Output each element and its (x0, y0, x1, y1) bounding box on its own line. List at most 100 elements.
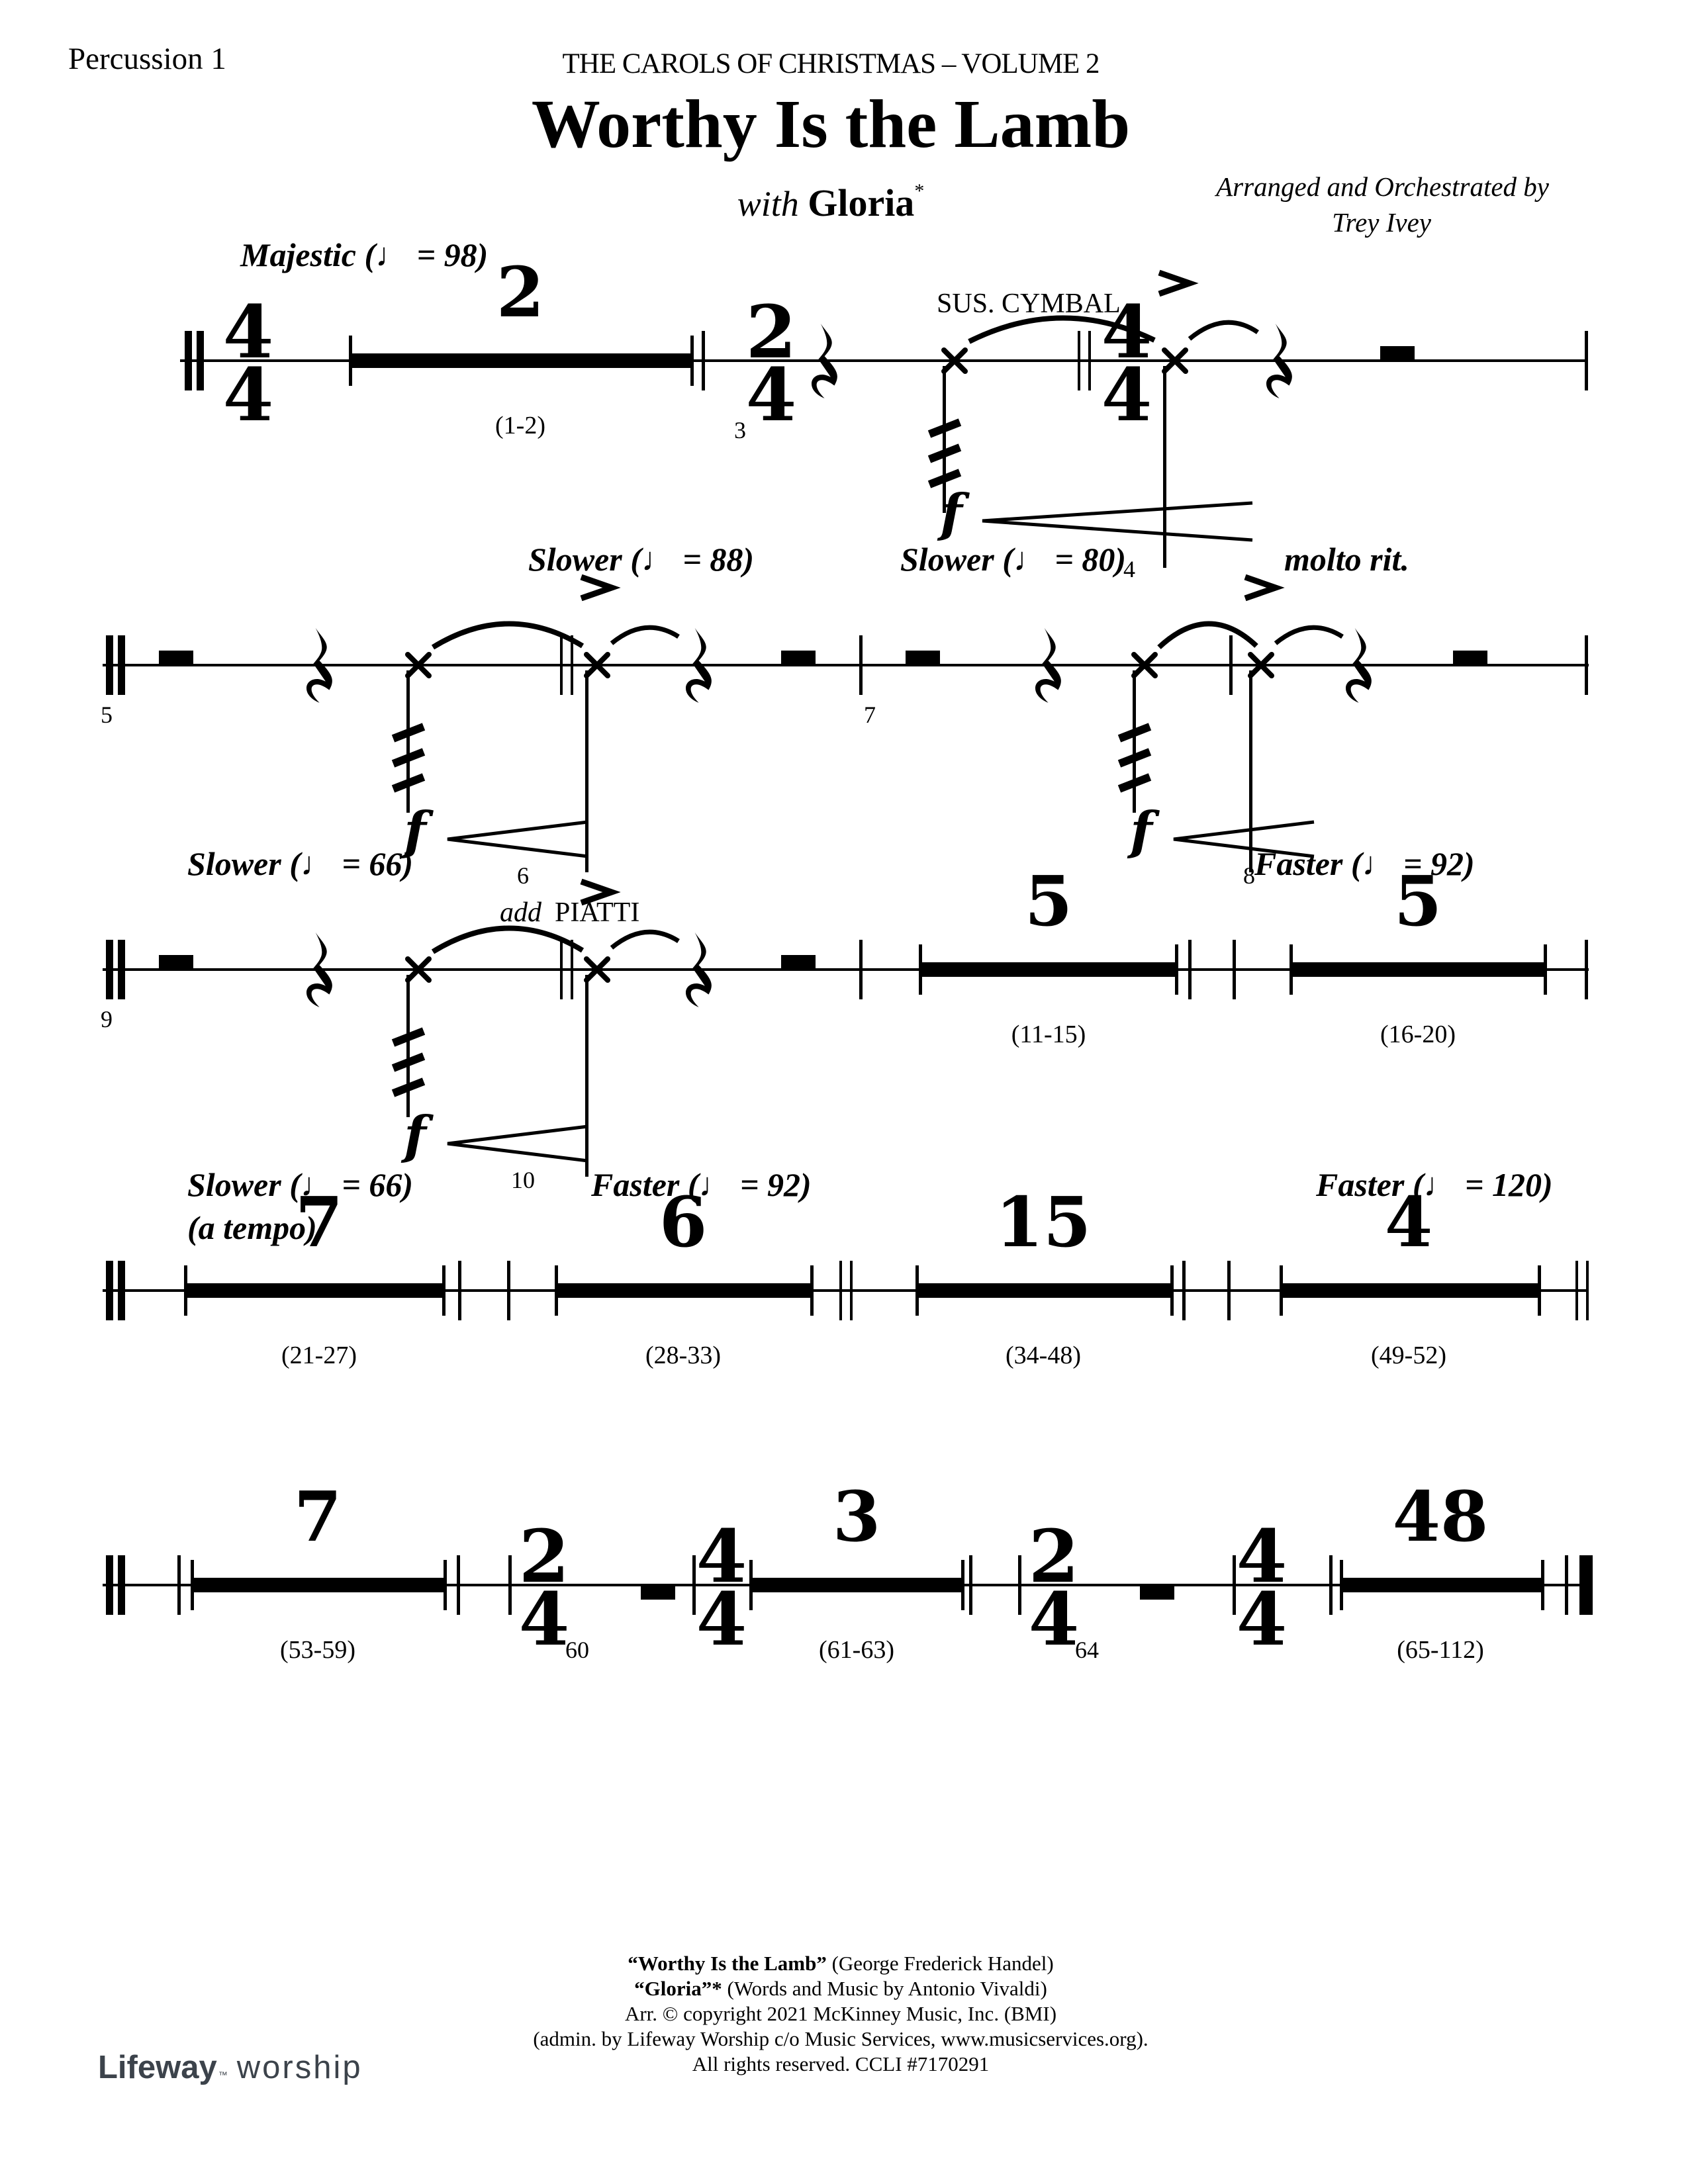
thin-double-barline (839, 1261, 853, 1320)
time-signature-2-4: 2 4 (1029, 1514, 1080, 1662)
tempo-marking: molto rit. (1284, 541, 1409, 578)
subtitle-footnote-marker: * (914, 180, 925, 202)
credit-line-3: Arr. © copyright 2021 McKinney Music, In… (624, 2002, 1057, 2025)
multirest-range: (34-48) (1006, 1342, 1081, 1369)
svg-text:4: 4 (746, 352, 797, 437)
svg-text:4: 4 (1102, 289, 1152, 375)
svg-text:4: 4 (696, 1576, 747, 1662)
barline (1585, 331, 1588, 390)
measure-number: 3 (734, 417, 746, 443)
svg-text:4: 4 (1237, 1576, 1288, 1662)
thin-double-barline (1575, 1261, 1589, 1320)
lifeway-worship-logo: Lifeway ™ worship (98, 2049, 363, 2086)
multirest-count: 15 (996, 1181, 1092, 1263)
multirest-range: (53-59) (280, 1636, 355, 1664)
credit-line-1: “Worthy Is the Lamb” (George Frederick H… (0, 1951, 1681, 1976)
svg-text:add: add (500, 897, 542, 928)
multirest-count: 2 (496, 251, 544, 333)
multirest-range: (61-63) (819, 1636, 894, 1664)
svg-text:2: 2 (746, 289, 797, 375)
cymbal-roll-note (391, 655, 429, 813)
tempo-marking: Faster (♩ = 92) (590, 1166, 812, 1203)
half-rest (159, 955, 193, 970)
svg-text:4: 4 (1237, 1514, 1288, 1599)
let-ring-tie (610, 929, 680, 950)
tie (431, 621, 585, 650)
svg-text:4: 4 (223, 352, 274, 437)
barline (1233, 940, 1236, 999)
barline (507, 1261, 510, 1320)
multirest-count: 7 (294, 1476, 342, 1557)
tempo-marking: Slower (♩ = 80) (900, 541, 1126, 578)
barline (177, 1555, 181, 1615)
barline (1229, 635, 1233, 695)
thin-double-barline (1078, 331, 1091, 390)
time-signature-2-4: 2 4 (519, 1514, 570, 1662)
barline (859, 635, 863, 695)
cymbal-roll-note (1117, 655, 1155, 813)
measure-number: 10 (511, 1167, 535, 1193)
tempo-marking: Slower (♩ = 66) (187, 845, 413, 882)
multirest-count: 48 (1393, 1476, 1489, 1557)
cymbal-roll-note (391, 959, 429, 1117)
begin-double-barline (106, 940, 125, 999)
barline (692, 1555, 696, 1615)
page-title: Worthy Is the Lamb (531, 86, 1131, 162)
series-title: THE CAROLS OF CHRISTMAS – VOLUME 2 (562, 48, 1100, 79)
final-barline (1565, 1555, 1593, 1615)
accented-cymbal-note (1245, 577, 1276, 872)
logo-lifeway: Lifeway (98, 2050, 217, 2085)
svg-text:4: 4 (1102, 352, 1152, 437)
staff-line (180, 359, 1588, 362)
tempo-marking: Slower (♩ = 88) (528, 541, 754, 578)
multirest-range: (11-15) (1011, 1021, 1086, 1048)
subtitle: with Gloria* (0, 180, 1662, 225)
thin-double-barline (560, 635, 573, 695)
half-rest (781, 651, 816, 665)
begin-double-barline (185, 331, 204, 390)
svg-text:4: 4 (696, 1514, 747, 1599)
tie (1157, 621, 1258, 649)
multimeasure-rest (1289, 944, 1547, 995)
tie (431, 925, 585, 954)
measure-number: 6 (517, 862, 529, 889)
measure-number: 9 (101, 1006, 113, 1032)
system-1: Majestic (♩ = 98) 4 4 2 (1-2) 2 4 3 SUS.… (180, 236, 1588, 582)
half-rest (781, 955, 816, 970)
multirest-range: (1-2) (495, 412, 545, 439)
crescendo-hairpin (982, 501, 1253, 542)
tempo-marking: Faster (♩ = 120) (1315, 1166, 1553, 1203)
copyright-block: “Worthy Is the Lamb” (George Frederick H… (0, 1951, 1681, 2077)
cymbal-roll-note (927, 350, 965, 513)
svg-text:PIATTI: PIATTI (555, 897, 639, 928)
multirest-count: 3 (833, 1476, 880, 1557)
barline (702, 331, 705, 390)
barline (1018, 1555, 1021, 1615)
multirest-range: (28-33) (645, 1342, 721, 1369)
multirest-count: 5 (1394, 860, 1442, 942)
measure-number: 4 (1123, 556, 1135, 582)
multirest-count: 4 (1385, 1181, 1432, 1263)
svg-text:4: 4 (223, 289, 274, 375)
crescendo-hairpin (447, 1124, 588, 1163)
multimeasure-rest (1340, 1560, 1544, 1610)
arranger-credit-line2: Trey Ivey (1332, 207, 1431, 238)
crescendo-hairpin (447, 820, 588, 858)
measure-number: 5 (101, 702, 113, 728)
barline (1585, 635, 1588, 695)
barline (969, 1555, 972, 1615)
subtitle-work: Gloria (808, 181, 915, 224)
half-rest (1380, 346, 1415, 361)
half-rest (1453, 651, 1487, 665)
multimeasure-rest (919, 944, 1178, 995)
svg-text:2: 2 (1029, 1514, 1080, 1599)
system-3: 9 Slower (♩ = 66) add PIATTI f 10 (101, 845, 1589, 1193)
dynamic-forte: f (937, 483, 970, 543)
barline (1233, 1555, 1236, 1615)
system-2: 5 Slower (♩ = 88) Slower (♩ = 80) molto … (101, 541, 1589, 889)
subtitle-with: with (737, 184, 799, 224)
multimeasure-rest (349, 336, 694, 386)
credit-line-5: All rights reserved. CCLI #7170291 (692, 2052, 990, 2075)
